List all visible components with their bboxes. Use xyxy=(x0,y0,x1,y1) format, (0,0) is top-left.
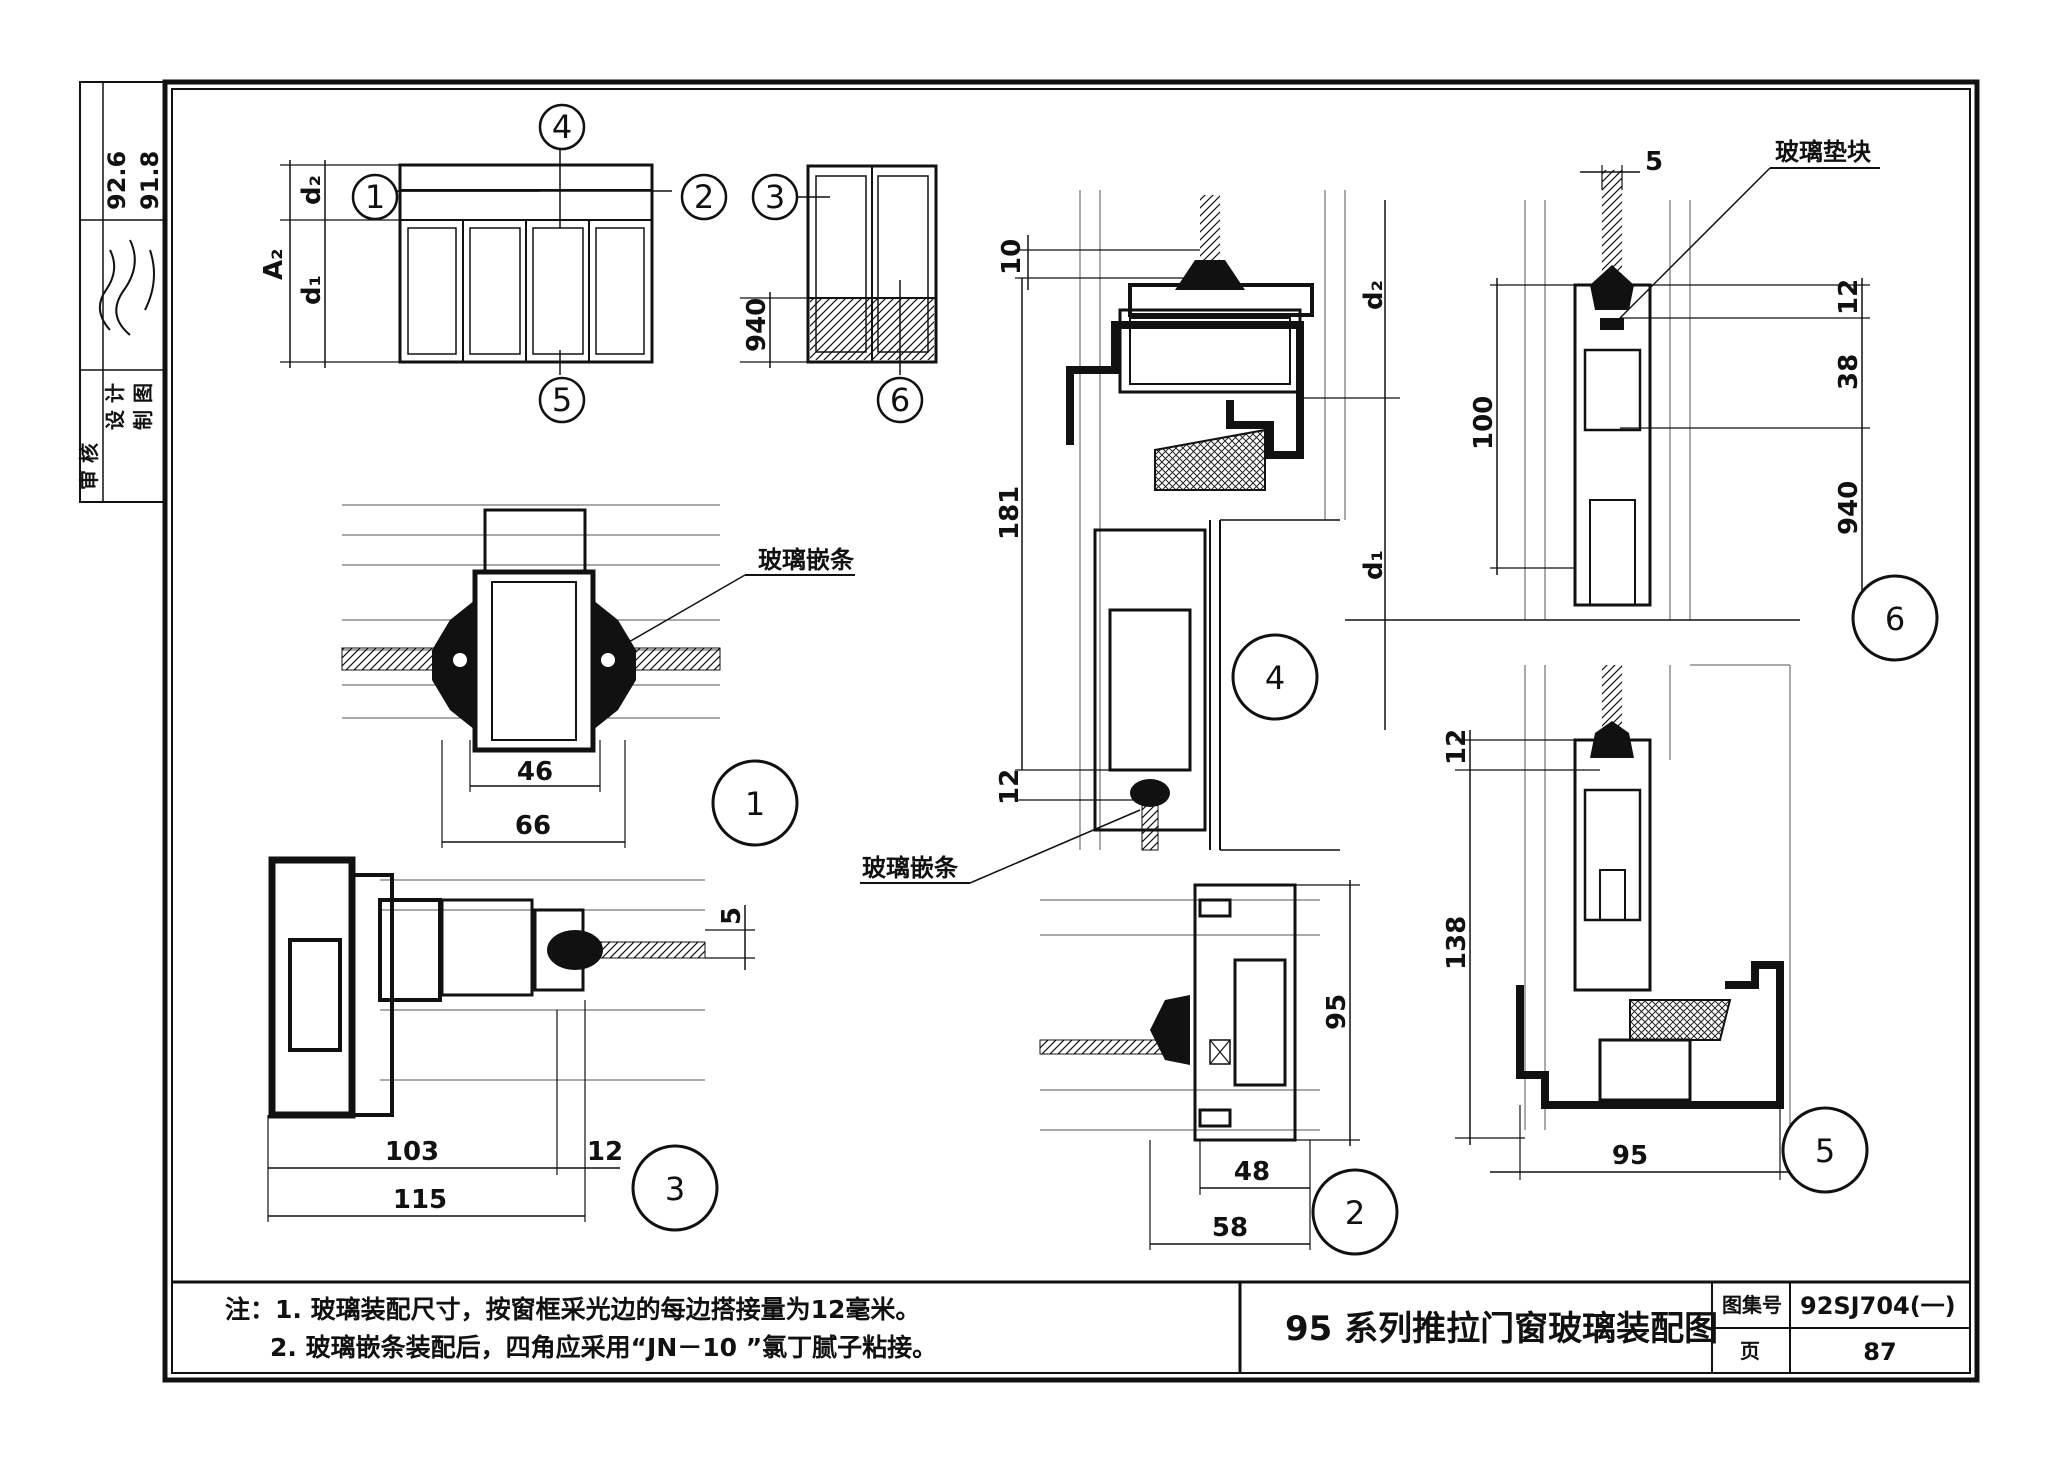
marker-6: 6 xyxy=(890,381,910,419)
detail-3-number: 3 xyxy=(665,1170,685,1208)
page-number: 87 xyxy=(1863,1338,1896,1366)
d6-dim-38: 38 xyxy=(1834,354,1864,390)
d5-dim-138: 138 xyxy=(1442,916,1472,970)
marker-2: 2 xyxy=(694,178,714,216)
d3-dim-12: 12 xyxy=(587,1137,623,1167)
detail-6-number: 6 xyxy=(1885,600,1905,638)
d4-dim-d2: d₂ xyxy=(1359,280,1389,310)
marker-5: 5 xyxy=(552,381,572,419)
elev-dim-d2: d₂ xyxy=(297,175,327,205)
detail-2-number: 2 xyxy=(1345,1194,1365,1232)
d4-dim-d1: d₁ xyxy=(1359,550,1389,580)
d2-dim-58: 58 xyxy=(1212,1213,1248,1243)
approval-block: 审 核 设 计 制 图 92.6 91.8 xyxy=(77,81,166,503)
detail-1-number: 1 xyxy=(745,785,765,823)
d6-dim-5: 5 xyxy=(1645,147,1663,177)
drawing-title: 95 系列推拉门窗玻璃装配图 xyxy=(1285,1309,1718,1349)
signature-mark xyxy=(99,239,155,336)
window-elevation: 940 xyxy=(740,164,938,375)
marker-4: 4 xyxy=(552,108,572,146)
elevation-markers: 1 2 3 4 5 6 xyxy=(351,103,924,424)
approval-roles: 审 核 xyxy=(77,443,101,490)
d3-dim-5: 5 xyxy=(717,907,747,925)
detail-4-number: 4 xyxy=(1265,659,1285,697)
d1-dim-inner: 46 xyxy=(517,757,553,787)
d3-dim-115: 115 xyxy=(393,1185,447,1215)
bottom-block: 注：1. 玻璃装配尺寸，按窗框采光边的每边搭接量为12毫米。 2. 玻璃嵌条装配… xyxy=(172,1280,1970,1373)
atlas-number: 92SJ704(一) xyxy=(1800,1292,1956,1320)
d1-dim-outer: 66 xyxy=(515,811,551,841)
detail-4: 10 181 12 d₂ d₁ 玻璃嵌条 4 xyxy=(860,190,1400,884)
d4-dim-12: 12 xyxy=(995,769,1025,805)
atlas-label: 图集号 xyxy=(1722,1293,1782,1317)
detail-3: 5 103 12 115 3 xyxy=(267,856,755,1232)
d4-callout: 玻璃嵌条 xyxy=(862,854,959,882)
elev-dim-A2: A₂ xyxy=(259,248,289,280)
outer-frame xyxy=(162,79,1980,1383)
d5-dim-12: 12 xyxy=(1442,729,1472,765)
d5-dim-95: 95 xyxy=(1612,1141,1648,1171)
d3-dim-103: 103 xyxy=(385,1137,439,1167)
approval-date-1: 92.6 xyxy=(103,151,131,210)
detail-5: 12 138 95 5 xyxy=(1442,664,1869,1194)
elev-dim-d1: d₁ xyxy=(297,275,327,305)
d4-dim-10: 10 xyxy=(997,239,1027,275)
d4-dim-181: 181 xyxy=(995,486,1025,540)
d2-dim-48: 48 xyxy=(1234,1157,1270,1187)
detail-1: 46 66 玻璃嵌条 1 xyxy=(341,504,855,848)
d6-callout: 玻璃垫块 xyxy=(1775,138,1871,166)
d1-callout: 玻璃嵌条 xyxy=(758,546,855,574)
marker-3: 3 xyxy=(765,178,785,216)
detail-6: 12 38 940 100 5 玻璃垫块 6 xyxy=(1345,138,1939,662)
d6-dim-12: 12 xyxy=(1834,279,1864,315)
note-line-1: 注：1. 玻璃装配尺寸，按窗框采光边的每边搭接量为12毫米。 xyxy=(225,1295,920,1324)
page-label: 页 xyxy=(1740,1339,1760,1363)
approval-role-design: 设 计 xyxy=(103,383,127,430)
elev-dim-940: 940 xyxy=(742,298,772,352)
inner-frame xyxy=(171,88,1971,1374)
detail-5-number: 5 xyxy=(1815,1132,1835,1170)
door-elevation: d₂ d₁ A₂ xyxy=(259,150,672,375)
marker-1: 1 xyxy=(365,178,385,216)
note-line-2: 2. 玻璃嵌条装配后，四角应采用“JN－10 ”氯丁腻子粘接。 xyxy=(270,1333,937,1362)
approval-role-draw: 制 图 xyxy=(131,383,155,430)
d2-dim-95: 95 xyxy=(1322,994,1352,1030)
d6-dim-100: 100 xyxy=(1469,396,1499,450)
approval-date-2: 91.8 xyxy=(136,151,164,210)
d6-dim-940: 940 xyxy=(1834,481,1864,535)
detail-2: 95 48 58 2 xyxy=(1039,880,1399,1256)
